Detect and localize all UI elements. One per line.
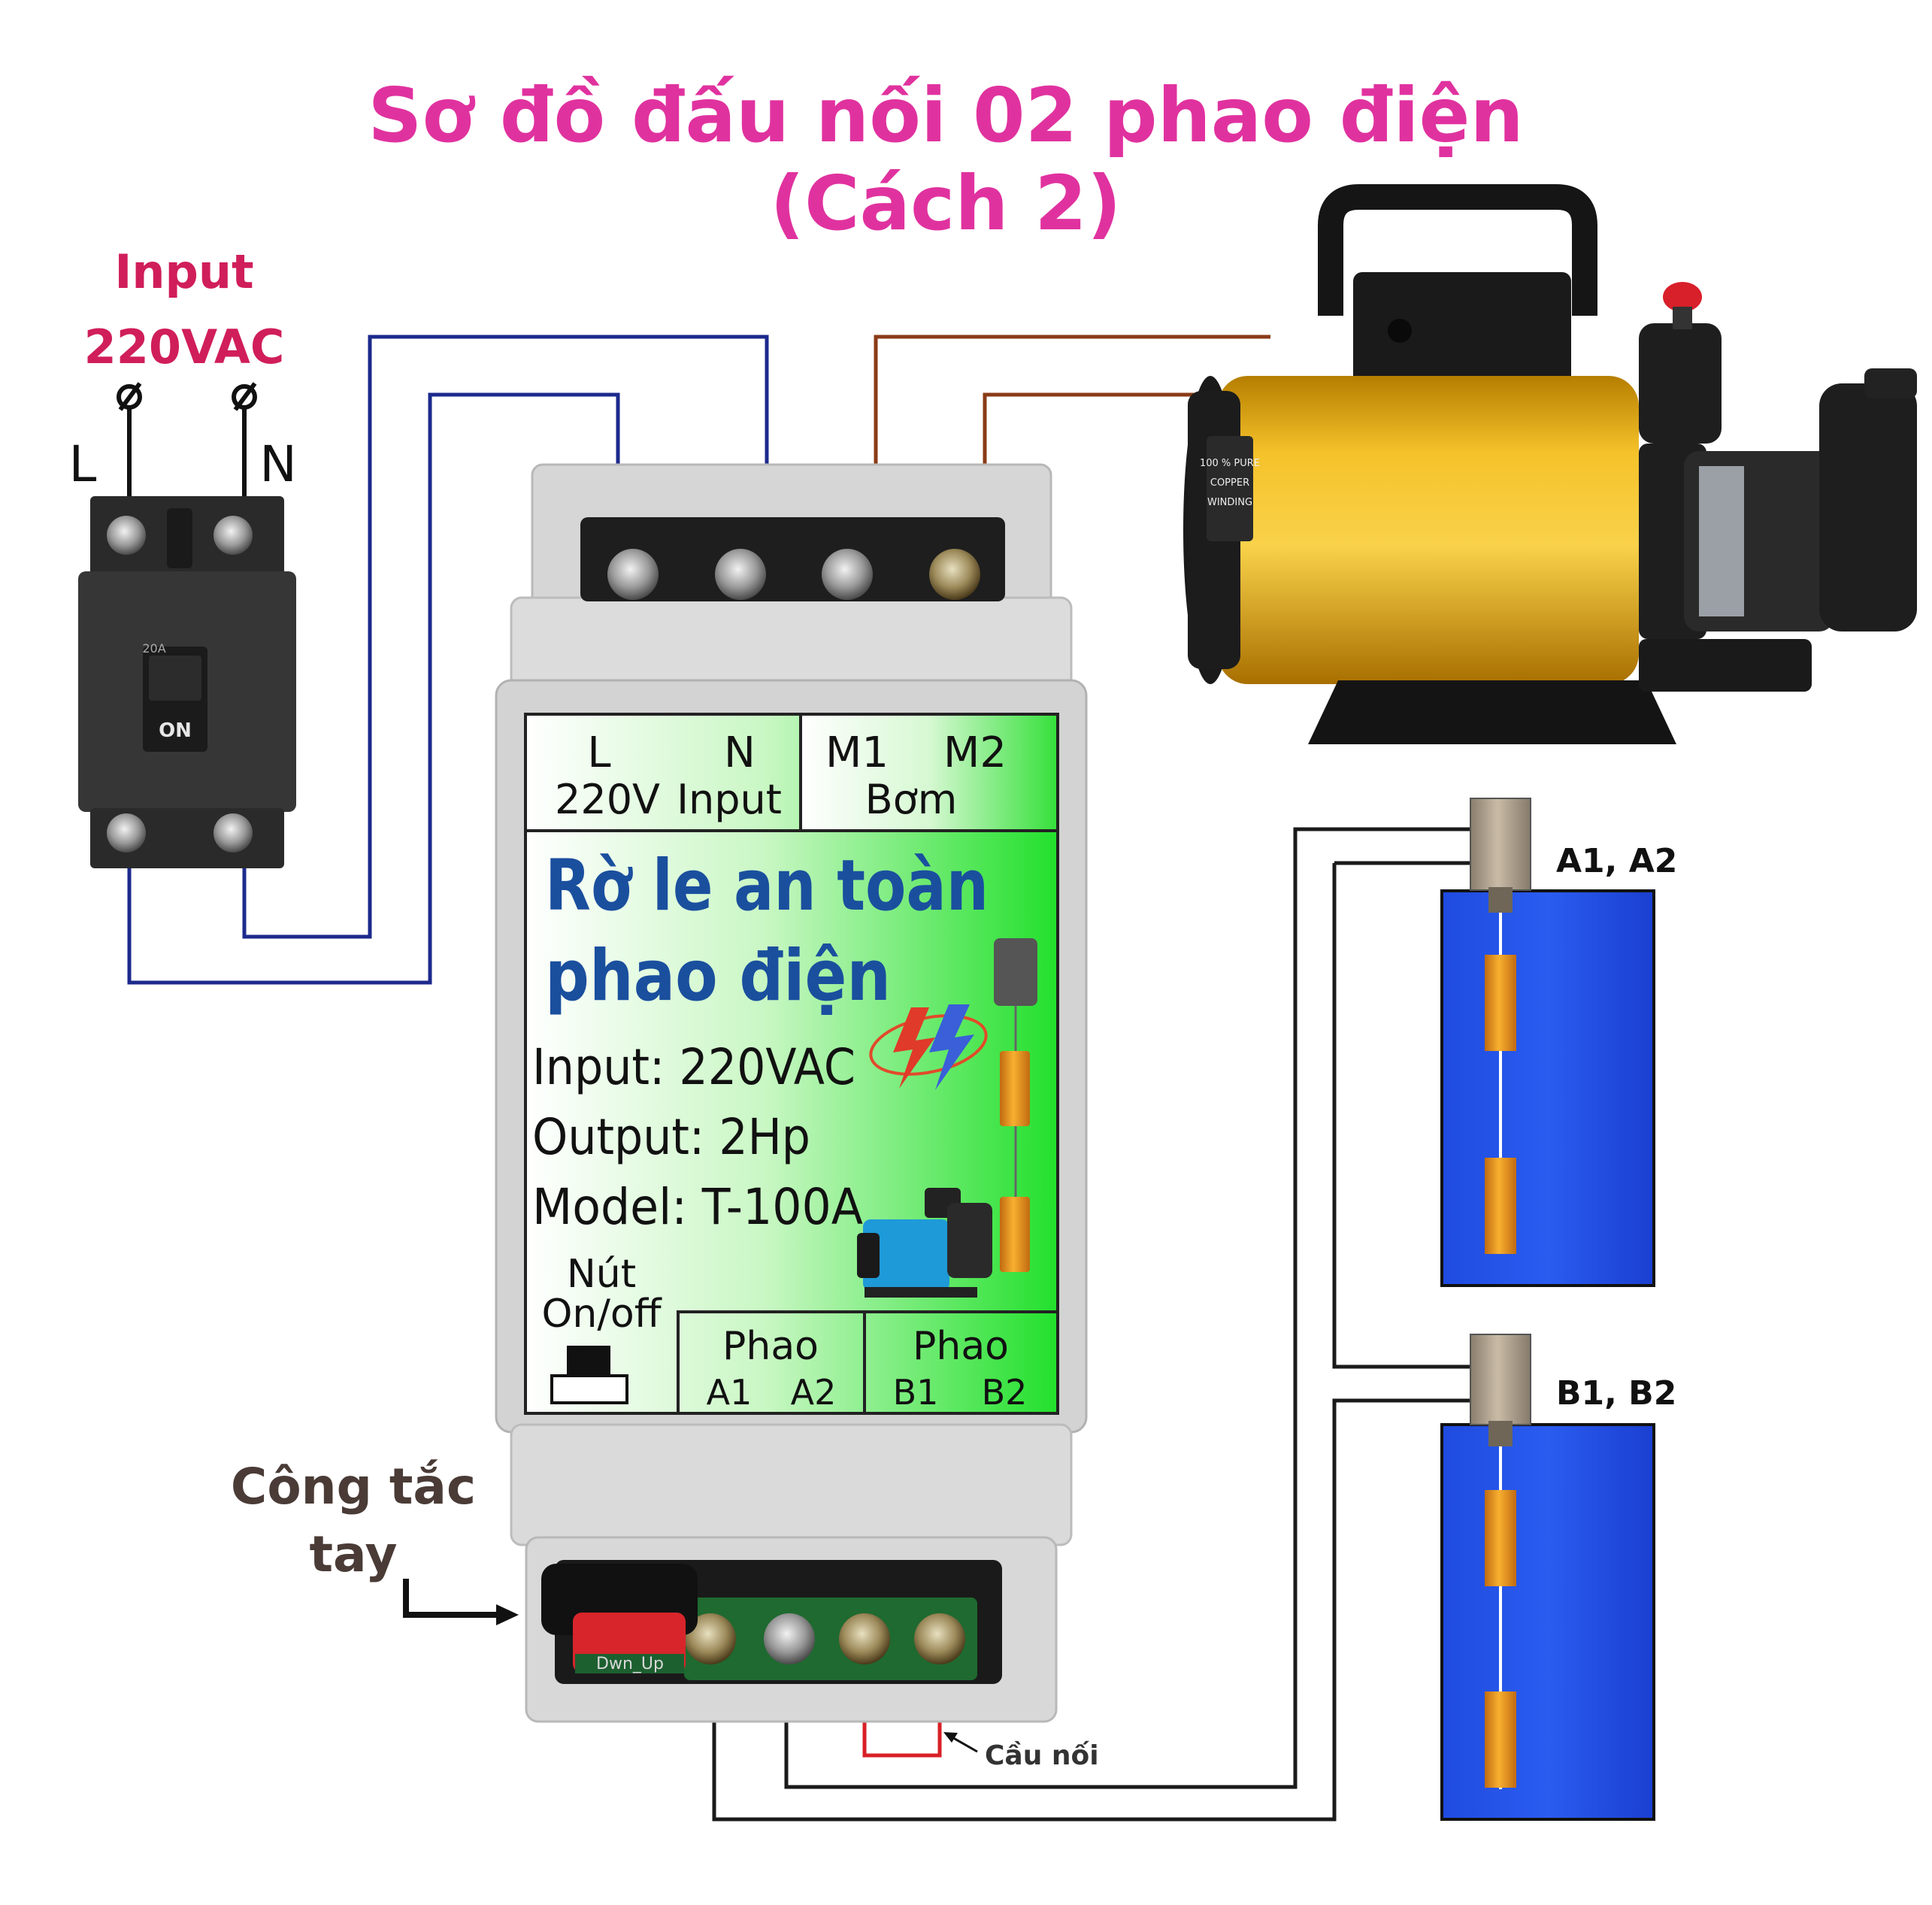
relay-float-a2: A2	[791, 1372, 837, 1413]
breaker-screw-bottom-left	[107, 813, 146, 853]
manual-switch-callout-line1: Công tắc	[231, 1458, 476, 1516]
relay-terminal-l-sub: 220V	[555, 776, 660, 823]
breaker-l-label: L	[69, 435, 97, 493]
relay-spec-model: Model: T-100A	[532, 1178, 863, 1236]
breaker-on-label: ON	[159, 719, 192, 742]
tank-a-sensor	[1470, 798, 1531, 891]
tank-b-sensor	[1470, 1334, 1531, 1425]
pump-wire-m1	[874, 335, 1270, 465]
breaker-terminal-n-symbol	[232, 382, 257, 502]
page-title-line2: (Cách 2)	[770, 159, 1121, 247]
on-off-button-icon	[550, 1346, 628, 1404]
breaker-input-label: Input	[114, 244, 253, 299]
relay-float-b2: B2	[982, 1372, 1028, 1413]
breaker-screw-top-right	[213, 516, 253, 555]
relay-terminal-m-sub: Bơm	[865, 776, 958, 823]
water-pump: 100 % PURE COPPER WINDING	[1183, 184, 1917, 744]
relay-terminal-n-sub: Input	[677, 776, 782, 823]
relay-name-line2: phao điện	[545, 935, 891, 1017]
relay-terminal-m1: M1	[825, 728, 889, 777]
relay-float-a-label: Phao	[722, 1324, 819, 1369]
relay-screw-l	[607, 549, 659, 600]
breaker-voltage-label: 220VAC	[84, 320, 285, 374]
tank-a: A1, A2	[1440, 798, 1677, 1287]
breaker-rating: 20A	[142, 641, 165, 656]
tank-b: B1, B2	[1440, 1334, 1676, 1821]
relay-module: L N 220V Input M1 M2 Bơm Rờ le an toàn p…	[495, 463, 1088, 1723]
relay-float-b-label: Phao	[913, 1324, 1009, 1369]
power-wires	[127, 335, 769, 985]
relay-spec-output: Output: 2Hp	[532, 1108, 810, 1166]
callout-arrow-icon	[403, 1579, 519, 1625]
tank-a-label: A1, A2	[1556, 842, 1677, 880]
relay-terminal-l: L	[587, 728, 610, 777]
pump-badge-line2: COPPER	[1210, 477, 1249, 489]
relay-name-line1: Rờ le an toàn	[545, 845, 989, 927]
relay-float-b1: B1	[893, 1372, 939, 1413]
relay-screw-a2	[764, 1613, 815, 1664]
relay-button-label-line2: On/off	[541, 1292, 662, 1337]
manual-switch[interactable]: Dwn_Up	[541, 1564, 698, 1673]
relay-terminal-m2: M2	[943, 728, 1007, 777]
relay-screw-a1	[685, 1613, 736, 1664]
relay-screw-b1	[839, 1613, 890, 1664]
circuit-breaker: Input 220VAC L N ON 20A	[69, 244, 297, 868]
tank-b-float-lower	[1485, 1691, 1516, 1788]
relay-spec-input: Input: 220VAC	[532, 1038, 855, 1096]
relay-terminal-n: N	[724, 728, 756, 777]
tank-a-float-upper	[1485, 955, 1516, 1051]
float-wire-a-outer	[784, 827, 1470, 1789]
tank-b-float-upper	[1485, 1490, 1516, 1586]
pump-wires	[874, 335, 1270, 465]
bridge-label: Cầu nối	[985, 1740, 1099, 1771]
breaker-screw-top-left	[107, 516, 146, 555]
pump-badge-line3: WINDING	[1207, 497, 1252, 508]
relay-screw-m1	[822, 549, 873, 600]
relay-button-label-line1: Nút	[567, 1252, 636, 1297]
relay-float-a1: A1	[707, 1372, 753, 1413]
relay-screw-m2	[929, 549, 980, 600]
manual-switch-callout-line2: tay	[309, 1525, 397, 1583]
bridge-arrow-icon	[943, 1732, 978, 1753]
pump-thumbnail-icon	[857, 1188, 992, 1298]
manual-switch-text: Dwn_Up	[596, 1655, 664, 1673]
float-wire-b-outer	[712, 1398, 1470, 1822]
neutral-wire	[242, 335, 769, 939]
live-wire	[127, 392, 620, 985]
relay-screw-b2	[914, 1613, 965, 1664]
breaker-n-label: N	[259, 435, 296, 493]
tank-a-float-lower	[1485, 1158, 1516, 1254]
relay-screw-n	[715, 549, 766, 600]
float-wires	[712, 827, 1470, 1822]
bridge-wire	[862, 1701, 942, 1758]
pump-wire-m2	[983, 392, 1233, 465]
lightning-logo-icon	[869, 1004, 988, 1090]
float-switch-icon	[994, 938, 1037, 1272]
breaker-terminal-l-symbol	[117, 382, 142, 502]
float-wire-b-inner	[1332, 863, 1470, 1369]
pump-badge-line1: 100 % PURE	[1200, 458, 1260, 469]
page-title-line1: Sơ đồ đấu nối 02 phao điện	[368, 71, 1523, 159]
tank-b-label: B1, B2	[1556, 1374, 1676, 1413]
breaker-screw-bottom-right	[213, 813, 253, 853]
